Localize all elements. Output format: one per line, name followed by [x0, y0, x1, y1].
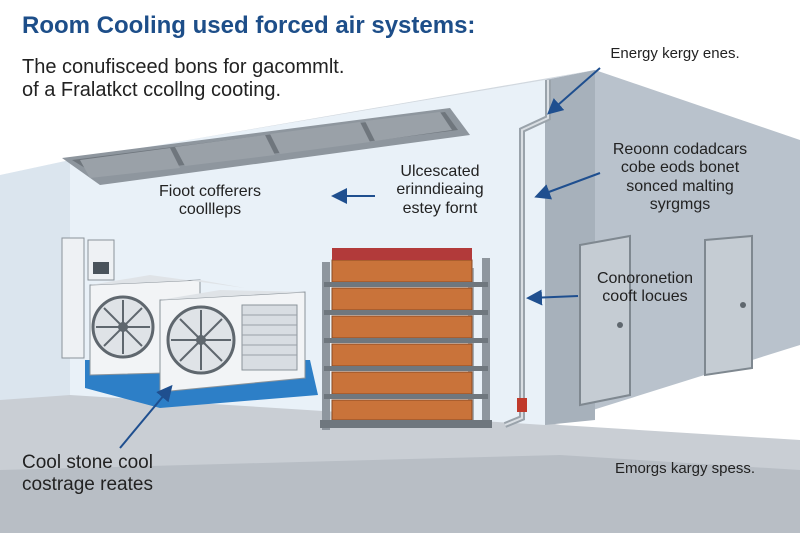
fan-icon [166, 305, 236, 375]
label-line: Ulcescated [400, 163, 480, 180]
label-line: Conoronetion [596, 270, 694, 287]
floor-edge [0, 455, 800, 533]
label-bottom-left: Cool stone cool costrage reates [22, 452, 153, 496]
label-line: Reoonn codadcars [612, 141, 748, 158]
label-line: cooft locues [602, 288, 688, 306]
label-line: cobe eods bonet [620, 159, 740, 177]
label-line: costrage reates [22, 473, 153, 495]
label-line: Fioot cofferers [159, 183, 261, 200]
ceiling-vent [62, 108, 470, 185]
label-line: coollleps [178, 201, 242, 219]
arrow-top-right [546, 67, 601, 115]
label-line: sonced malting [626, 177, 734, 195]
arrow-right-mid [526, 289, 579, 306]
arrow-bottom-left [119, 384, 173, 449]
subtitle-line: of a Fralatkct ccollng cooting. [22, 79, 282, 101]
label-right-upper: Reoonn codadcars cobe eods bonet sonced … [590, 141, 770, 215]
door-icon [704, 234, 753, 377]
label-right-mid: Conoronetion cooft locues [575, 270, 715, 307]
subtitle-line: The conufisceed bons for gacommlt. [22, 56, 345, 78]
arrow-right-upper [534, 172, 601, 200]
left-wall [0, 160, 70, 400]
fan-icon [91, 295, 155, 359]
control-panel-icon [61, 237, 115, 359]
label-line: syrgmgs [649, 196, 711, 214]
label-top-right: Energy kergy enes. [610, 45, 740, 62]
storage-rack [320, 248, 492, 430]
label-center: Ulcescated erinndieaing estey fornt [370, 163, 510, 218]
label-line: estey fornt [402, 199, 478, 217]
label-left-mid: Fioot cofferers coollleps [140, 183, 280, 220]
page-title: Room Cooling used forced air systems: [22, 12, 476, 39]
label-line: Cool stone cool [22, 452, 153, 473]
door-icon [579, 234, 631, 407]
page-subtitle: The conufisceed bons for gacommlt. of a … [22, 56, 344, 102]
label-bottom-right: Emorgs kargy spess. [614, 460, 756, 477]
label-line: erinndieaing [396, 181, 484, 199]
